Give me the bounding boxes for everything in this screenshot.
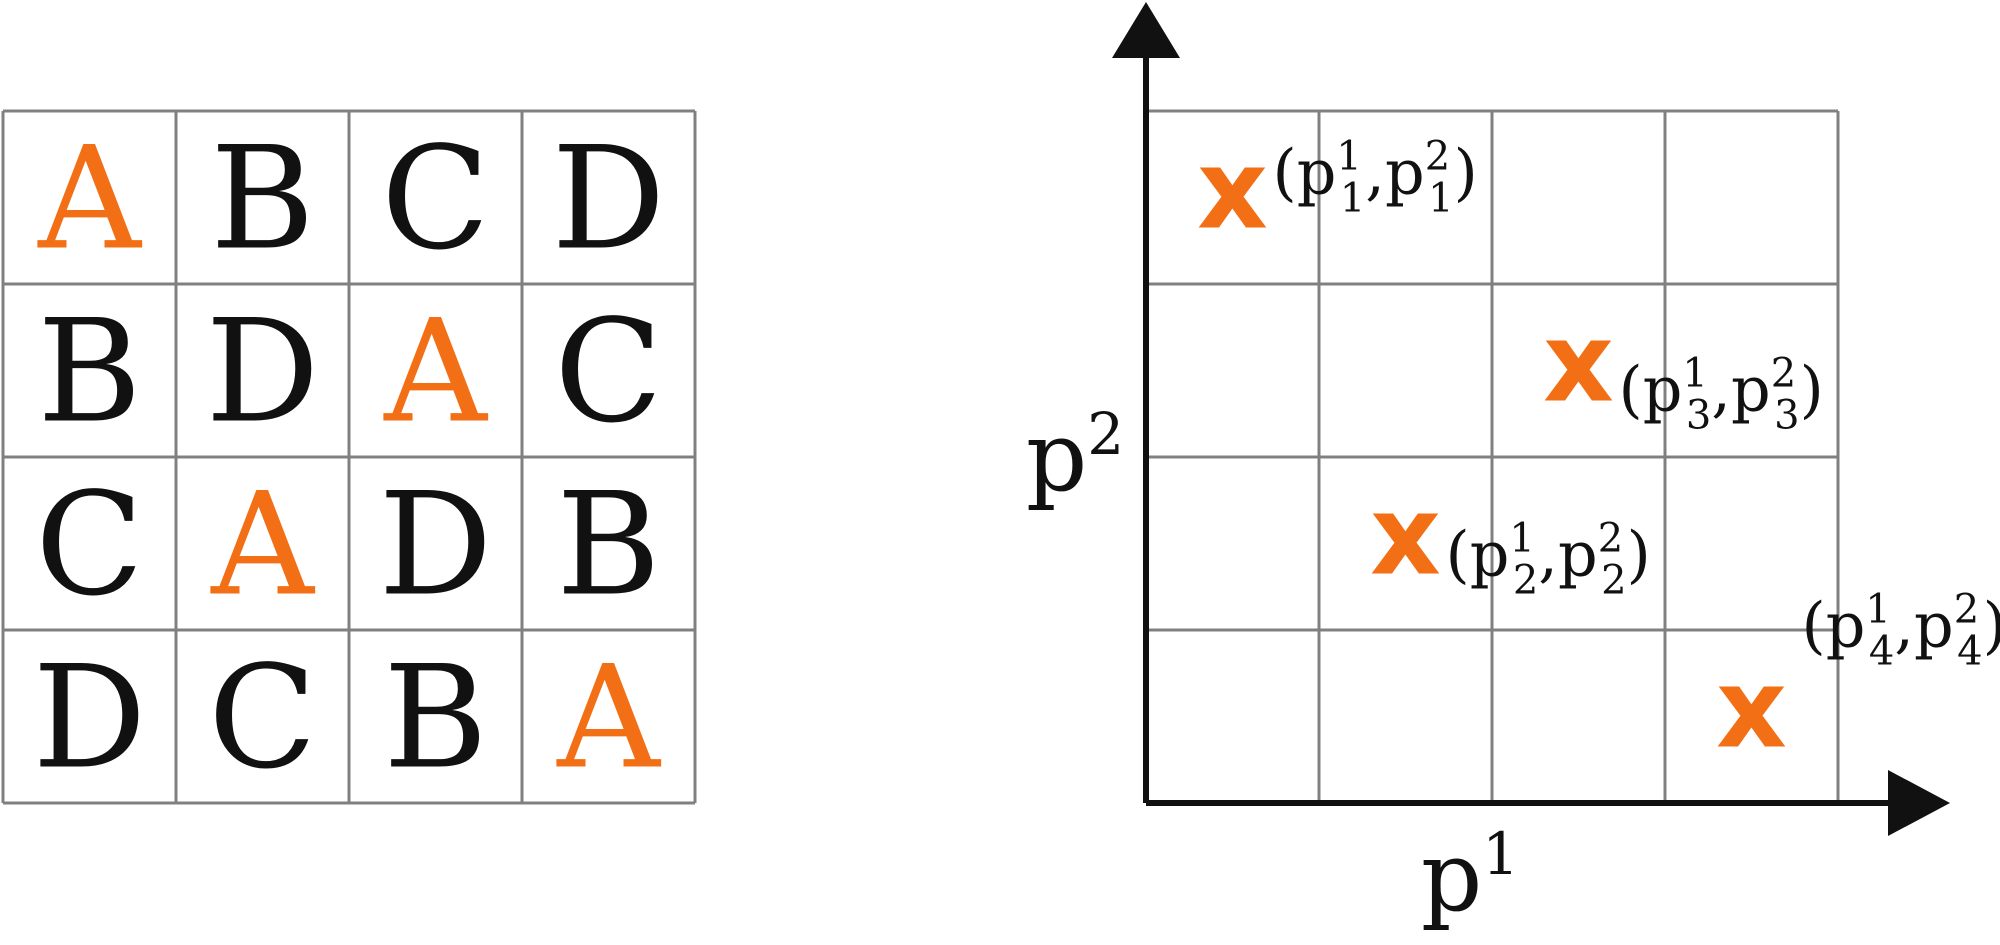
coordinate-label-base: ) (1800, 353, 1824, 426)
y-axis-label-superscript: 2 (1087, 400, 1124, 468)
latin-square-cell-letter: B (210, 117, 314, 282)
latin-square-cell-letter: C (208, 636, 317, 801)
coordinate-label-sub: 1 (1428, 176, 1453, 222)
coordinate-label-sub: 4 (1869, 629, 1894, 675)
coordinate-label-sub: 4 (1957, 629, 1982, 675)
latin-square-cell-letter: D (379, 463, 493, 628)
coordinate-label-sup: 2 (1598, 516, 1623, 562)
latin-square-cell-letter: B (383, 636, 487, 801)
coordinate-label-sub: 3 (1774, 393, 1799, 439)
latin-square-cell-letter: A (556, 636, 661, 801)
coordinate-label-sup: 1 (1682, 351, 1707, 397)
coordinate-label-sup: 1 (1509, 516, 1534, 562)
coordinate-label-sup: 1 (1336, 134, 1361, 180)
coordinate-label-base: ,p (1365, 136, 1424, 209)
y-axis-label: p2 (1026, 400, 1124, 513)
latin-square-cell-letter: C (35, 463, 144, 628)
x-axis-label-superscript: 1 (1482, 820, 1519, 888)
coordinate-label-base: ,p (1538, 518, 1597, 591)
latin-square-cell-letter: B (556, 463, 660, 628)
coordinate-label-base: (p (1802, 589, 1866, 662)
latin-square-cell-letter: C (381, 117, 490, 282)
latin-square-cell-letter: D (33, 636, 147, 801)
coordinate-label-base: ) (1627, 518, 1651, 591)
coordinate-label-sub: 1 (1340, 176, 1365, 222)
coordinate-label-base: (p (1446, 518, 1510, 591)
latin-square-cell-letter: D (206, 290, 320, 455)
latin-square-cell-letter: A (383, 290, 488, 455)
x-axis-arrowhead (1888, 770, 1950, 836)
latin-square-cell-letter: C (554, 290, 663, 455)
plot-points: x(p11,p21)x(p12,p22)x(p13,p23)x(p14,p24) (1197, 126, 2000, 773)
coordinate-label-sub: 2 (1513, 558, 1538, 604)
coordinate-label-sup: 1 (1865, 587, 1890, 633)
coordinate-label-base: ,p (1711, 353, 1770, 426)
coordinate-label-sub: 2 (1601, 558, 1626, 604)
coordinate-label-sup: 2 (1425, 134, 1450, 180)
y-axis-label-base: p (1026, 401, 1087, 513)
sample-point-coordinate-label: (p14,p24) (1802, 587, 2000, 675)
coordinate-label-base: (p (1273, 136, 1337, 209)
coordinate-label-sub: 3 (1686, 393, 1711, 439)
latin-square-cell-letter: D (552, 117, 666, 282)
sample-point-marker: x (1197, 126, 1268, 254)
coordinate-label-base: ) (1983, 589, 2000, 662)
coordinate-label-base: ,p (1894, 589, 1953, 662)
coordinate-label-base: (p (1619, 353, 1683, 426)
x-axis-label: p1 (1421, 820, 1519, 933)
sample-point-marker: x (1370, 472, 1441, 600)
coordinate-label-base: ) (1454, 136, 1478, 209)
sample-point-marker: x (1716, 645, 1787, 773)
x-axis-label-base: p (1421, 821, 1482, 933)
coordinate-label-sup: 2 (1954, 587, 1979, 633)
sample-point-marker: x (1543, 299, 1614, 427)
latin-square-cell-letter: B (37, 290, 141, 455)
latin-square-cell-letter: A (37, 117, 142, 282)
coordinate-label-sup: 2 (1771, 351, 1796, 397)
latin-square-cell-letter: A (210, 463, 315, 628)
y-axis-arrowhead (1112, 2, 1180, 58)
